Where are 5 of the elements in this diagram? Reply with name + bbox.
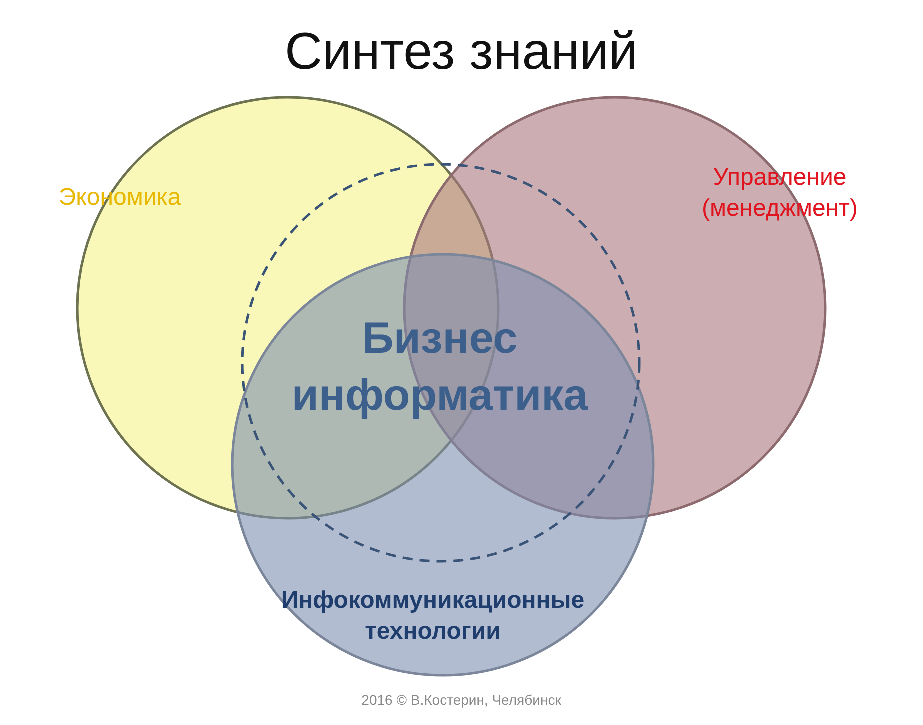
circle-label: Инфокоммуникационные технологии	[280, 586, 586, 648]
circle-label: Бизнес информатика	[290, 313, 590, 422]
diagram-title: Синтез знаний	[284, 22, 639, 82]
circle-label: Управление (менеджмент)	[700, 163, 860, 224]
copyright-note: 2016 © В.Костерин, Челябинск	[360, 692, 562, 708]
